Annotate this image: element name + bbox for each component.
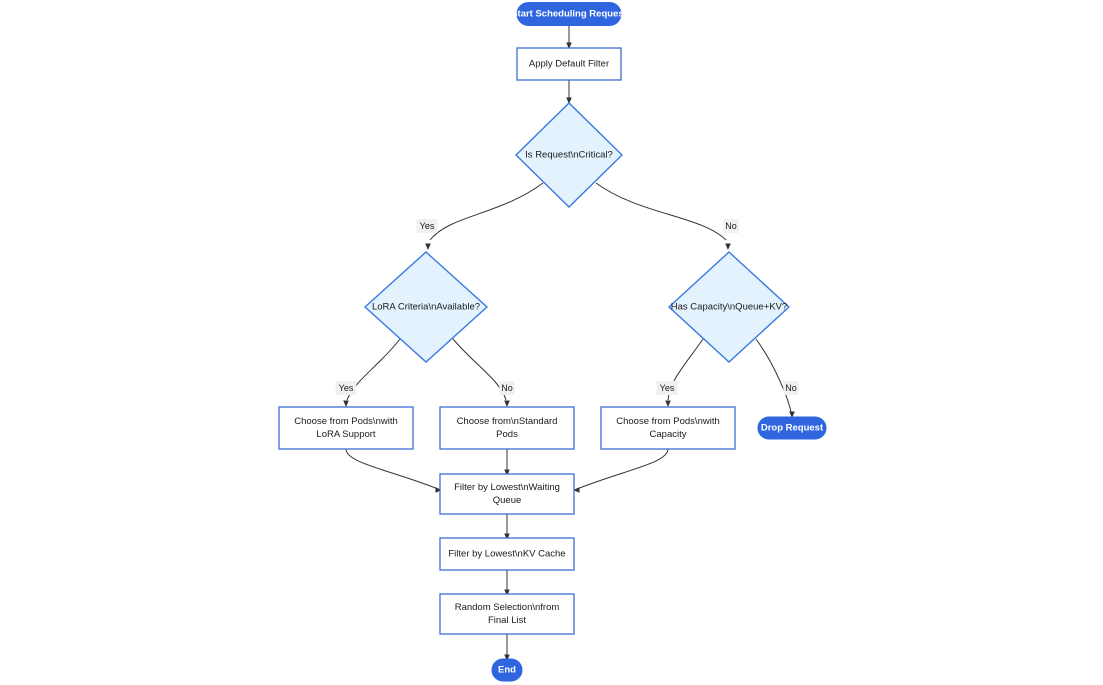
process-box[interactable] — [439, 473, 575, 515]
node-label: Has Capacity\nQueue+KV? — [671, 302, 787, 313]
terminal-pill[interactable] — [491, 658, 523, 682]
edge-label-background — [499, 381, 515, 395]
edge-label-background — [416, 219, 438, 233]
node-drop[interactable]: Drop Request — [757, 416, 827, 440]
node-kv_filter[interactable]: Filter by Lowest\nKV Cache — [439, 537, 575, 571]
edge-label-text: Yes — [420, 221, 435, 231]
edge-label-background — [656, 381, 678, 395]
node-label: Filter by Lowest\nKV Cache — [448, 549, 565, 560]
edge-start-to-default — [566, 26, 572, 49]
node-capacity[interactable]: Has Capacity\nQueue+KV? — [667, 251, 791, 363]
process-box[interactable] — [439, 537, 575, 571]
node-label: Capacity — [650, 429, 687, 440]
arrowhead-icon — [504, 533, 510, 540]
node-label: Start Scheduling Request — [511, 9, 627, 20]
edge-default-to-critical — [566, 80, 572, 104]
edge-label-background — [335, 381, 357, 395]
edge-line — [595, 182, 727, 241]
edge-label-text: Yes — [339, 383, 354, 393]
arrowhead-icon — [789, 411, 795, 418]
node-label: Choose from Pods\nwith — [294, 416, 398, 427]
process-box[interactable] — [439, 593, 575, 635]
arrowhead-icon — [566, 97, 572, 104]
arrowhead-icon — [504, 654, 510, 661]
node-label: Random Selection\nfrom — [455, 602, 560, 613]
arrowhead-icon — [665, 400, 671, 407]
edge-label-e8: No — [783, 381, 799, 395]
edge-label-text: No — [725, 221, 737, 231]
edge-queue_filter-to-kv_filter — [504, 514, 510, 540]
edge-capacity-to-cap_pods — [665, 338, 704, 407]
node-label: Drop Request — [761, 423, 824, 434]
edge-label-text: No — [501, 383, 513, 393]
node-label: Filter by Lowest\nWaiting — [454, 482, 560, 493]
process-box[interactable] — [439, 406, 575, 450]
terminal-pill[interactable] — [757, 416, 827, 440]
node-start[interactable]: Start Scheduling Request — [511, 2, 628, 26]
edge-label-e6: No — [499, 381, 515, 395]
node-label: Queue — [493, 495, 522, 506]
edge-lora_pods-to-queue_filter — [345, 448, 442, 493]
edge-line — [345, 448, 439, 490]
edge-capacity-to-drop — [755, 338, 795, 418]
edge-lora-to-std_pods — [452, 338, 510, 407]
arrowhead-icon — [504, 400, 510, 407]
edge-line — [576, 448, 669, 490]
edge-line — [452, 338, 507, 401]
edge-cap_pods-to-queue_filter — [573, 448, 669, 493]
arrowhead-icon — [573, 487, 580, 493]
terminal-pill[interactable] — [516, 2, 622, 26]
arrowhead-icon — [504, 469, 510, 476]
arrowhead-icon — [725, 243, 731, 250]
arrowhead-icon — [504, 589, 510, 596]
edge-kv_filter-to-random_sel — [504, 570, 510, 596]
edge-lora-to-lora_pods — [343, 338, 401, 407]
node-lora[interactable]: LoRA Criteria\nAvailable? — [363, 251, 489, 363]
process-box[interactable] — [278, 406, 414, 450]
node-label: Apply Default Filter — [529, 59, 609, 70]
arrowhead-icon — [435, 487, 442, 493]
edge-std_pods-to-queue_filter — [504, 449, 510, 476]
decision-diamond[interactable] — [363, 251, 489, 363]
edge-critical-to-capacity — [595, 182, 731, 250]
edge-label-e4: No — [723, 219, 739, 233]
process-box[interactable] — [600, 406, 736, 450]
edge-critical-to-lora — [425, 182, 544, 250]
node-label: Choose from\nStandard — [457, 416, 558, 427]
decision-diamond[interactable] — [515, 102, 623, 208]
node-end[interactable]: End — [491, 658, 523, 682]
edge-random_sel-to-end — [504, 634, 510, 661]
edge-label-text: No — [785, 383, 797, 393]
edge-label-background — [783, 381, 799, 395]
node-label: Is Request\nCritical? — [525, 150, 613, 161]
node-label: Pods — [496, 429, 518, 440]
edge-label-e7: Yes — [656, 381, 678, 395]
process-box[interactable] — [516, 47, 622, 81]
node-default[interactable]: Apply Default Filter — [516, 47, 622, 81]
edge-line — [755, 338, 792, 413]
decision-diamond[interactable] — [667, 251, 791, 363]
edge-line — [429, 182, 544, 241]
node-label: End — [498, 665, 516, 676]
edge-label-text: Yes — [660, 383, 675, 393]
arrowhead-icon — [425, 243, 431, 250]
edge-label-e5: Yes — [335, 381, 357, 395]
node-critical[interactable]: Is Request\nCritical? — [515, 102, 623, 208]
edge-label-e3: Yes — [416, 219, 438, 233]
node-label: LoRA Support — [316, 429, 376, 440]
arrowhead-icon — [343, 400, 349, 407]
node-label: Final List — [488, 615, 526, 626]
node-label: LoRA Criteria\nAvailable? — [372, 302, 480, 313]
node-label: Choose from Pods\nwith — [616, 416, 720, 427]
edge-label-background — [723, 219, 739, 233]
arrowhead-icon — [566, 42, 572, 49]
